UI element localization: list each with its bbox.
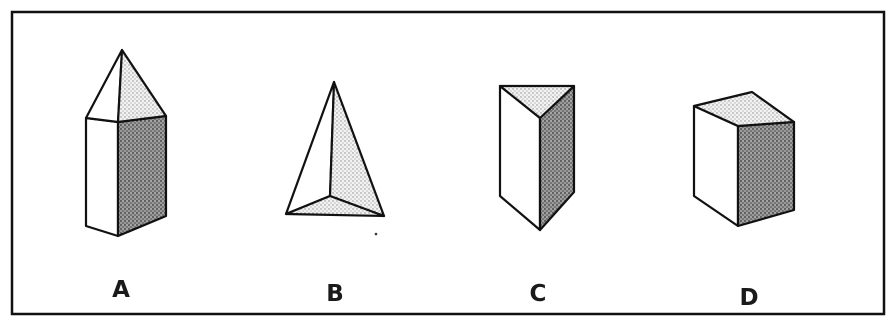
label-c: C — [529, 281, 547, 307]
shape-b — [284, 80, 386, 218]
shape-c — [498, 84, 576, 232]
label-d: D — [739, 285, 759, 311]
label-b: B — [326, 281, 344, 307]
speck-mark — [374, 232, 378, 236]
label-a: A — [112, 277, 130, 303]
shape-d — [692, 90, 796, 228]
shape-a — [84, 48, 168, 238]
figure-border — [10, 10, 886, 316]
